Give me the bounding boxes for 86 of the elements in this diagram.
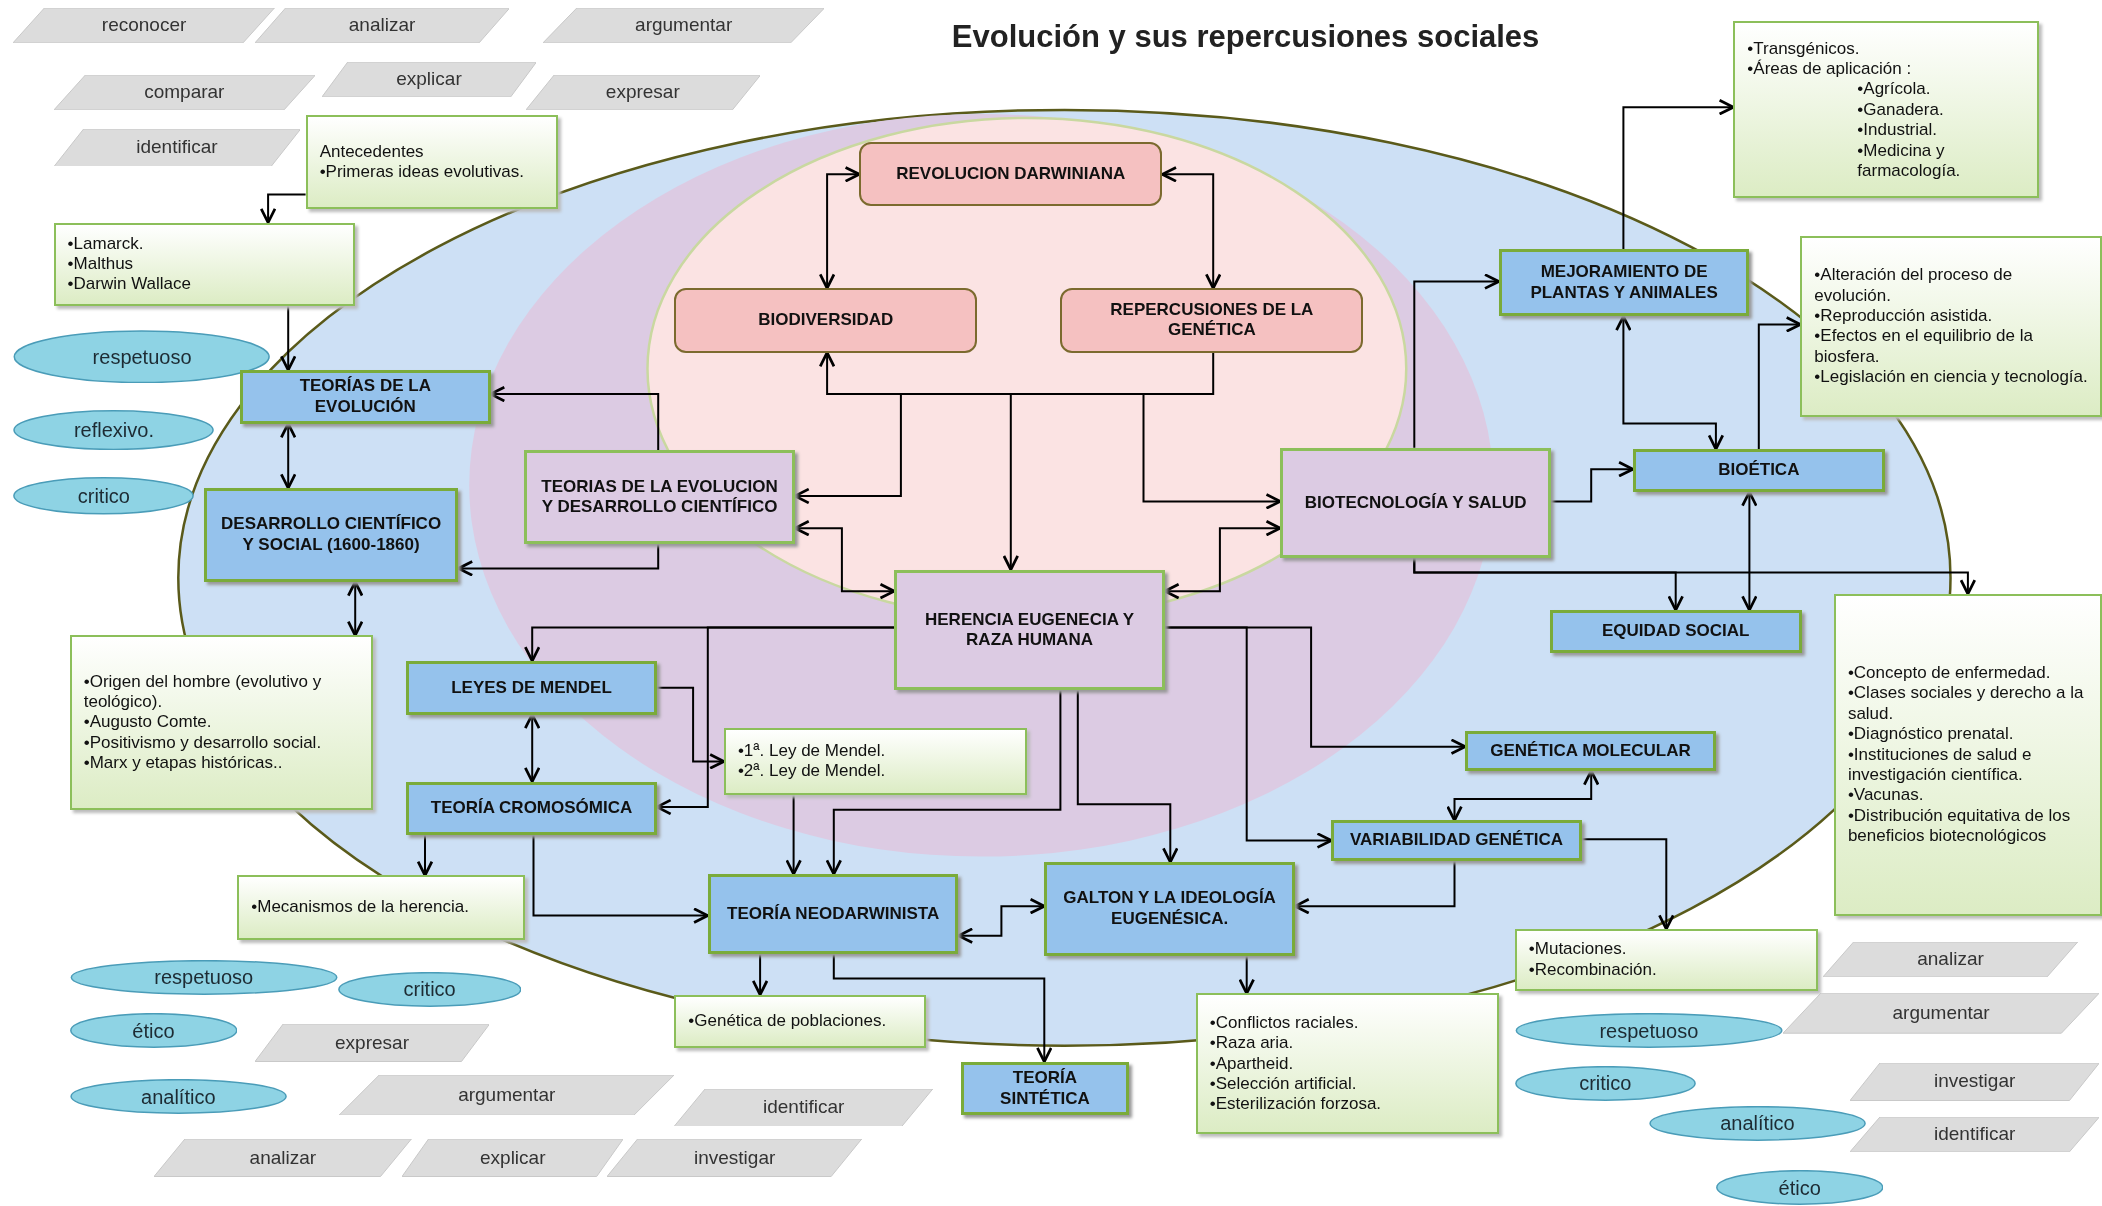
verb-parallelogram: explicar <box>321 61 537 97</box>
verb-parallelogram: identificar <box>53 128 301 167</box>
attitude-ellipse: reflexivo. <box>13 410 215 451</box>
concept-box: LEYES DE MENDEL <box>406 660 657 715</box>
concept-box: BIOTECNOLOGÍA Y SALUD <box>1280 447 1551 558</box>
arrow <box>793 519 896 600</box>
concept-box: REVOLUCION DARWINIANA <box>859 142 1163 207</box>
note-box: •Origen del hombre (evolutivo y teológico). •Augusto Comte. •Positivismo y desarrollo social. •Marx y etapas históricas.. <box>69 635 373 810</box>
concept-box: MEJORAMIENTO DE PLANTAS Y ANIMALES <box>1498 249 1750 317</box>
concept-box: BIODIVERSIDAD <box>674 288 978 353</box>
arrow <box>1622 98 1735 251</box>
attitude-ellipse: critico <box>13 477 195 515</box>
arrow <box>1550 460 1635 503</box>
arrow <box>1076 689 1179 864</box>
arrow <box>1142 393 1282 510</box>
concept-box: TEORIAS DE LA EVOLUCION Y DESARROLLO CIENTÍFICO <box>524 450 795 545</box>
verb-parallelogram: investigar <box>1849 1063 2100 1101</box>
verb-parallelogram: identificar <box>674 1088 933 1127</box>
concept-box: GALTON Y LA IDEOLOGÍA EUGENÉSICA. <box>1044 861 1295 956</box>
note-box: •Concepto de enfermedad. •Clases sociales y derecho a la salud. •Diagnóstico prenatal. •Instituciones de salud e investigación científica. •Vacunas. •Distribución equitativa de los beneficios biotecnológicos <box>1833 593 2102 916</box>
arrow <box>1413 273 1501 449</box>
note-box: •Mecanismos de la herencia. <box>237 875 526 940</box>
arrow <box>1238 954 1255 995</box>
arrow <box>416 834 434 877</box>
arrow <box>1580 838 1675 931</box>
arrow <box>457 543 660 577</box>
arrow <box>1741 490 1758 612</box>
arrow <box>655 686 726 770</box>
arrow <box>1446 769 1600 822</box>
concept-box: TEORÍA SINTÉTICA <box>961 1061 1129 1116</box>
note-box: •1ª. Ley de Mendel. •2ª. Ley de Mendel. <box>723 727 1027 795</box>
note-box: •Genética de poblaciones. <box>674 994 927 1049</box>
arrow <box>818 166 861 290</box>
note-box: •Lamarck. •Malthus •Darwin Wallace <box>53 222 356 306</box>
attitude-ellipse: respetuoso <box>13 329 271 384</box>
verb-parallelogram: identificar <box>1849 1116 2100 1152</box>
arrow <box>1163 519 1282 600</box>
verb-parallelogram: explicar <box>402 1139 624 1177</box>
concept-box: TEORÍAS DE LA EVOLUCIÓN <box>239 370 491 424</box>
arrow <box>1160 166 1222 290</box>
verb-parallelogram: argumentar <box>542 8 825 43</box>
arrow <box>655 626 896 816</box>
concept-box: HERENCIA EUGENECIA Y RAZA HUMANA <box>894 569 1165 691</box>
concept-box: GENÉTICA MOLECULAR <box>1465 730 1716 771</box>
arrow <box>489 385 660 452</box>
arrow <box>1002 393 1020 572</box>
arrow <box>1163 626 1333 849</box>
concept-box: VARIABILIDAD GENÉTICA <box>1331 820 1582 861</box>
arrow <box>1757 316 1802 451</box>
concept-box: TEORÍA CROMOSÓMICA <box>406 781 657 836</box>
concept-box: EQUIDAD SOCIAL <box>1549 609 1802 653</box>
arrow <box>279 422 297 490</box>
concept-box: TEORÍA NEODARWINISTA <box>707 874 959 955</box>
note-box: •Transgénicos. •Áreas de aplicación : •Agrícola. •Ganadera. •Industrial. •Medicina y farmacología. <box>1733 21 2039 199</box>
note-box: Antecedentes •Primeras ideas evolutivas. <box>305 115 558 210</box>
arrow <box>793 393 902 505</box>
note-box: •Conflictos raciales. •Raza aria. •Apartheid. •Selección artificial. •Esterilización forzosa. <box>1195 993 1499 1135</box>
verb-parallelogram: comparar <box>53 75 315 110</box>
verb-parallelogram: expresar <box>254 1024 490 1062</box>
verb-parallelogram: expresar <box>525 75 761 110</box>
verb-parallelogram: argumentar <box>1782 993 2100 1034</box>
concept-box: DESARROLLO CIENTÍFICO Y SOCIAL (1600-1860) <box>203 487 459 582</box>
verb-parallelogram: analizar <box>154 1139 412 1177</box>
concept-box: BIOÉTICA <box>1632 449 1885 492</box>
arrow <box>825 689 1062 876</box>
verb-parallelogram: analizar <box>1823 942 2078 978</box>
arrow <box>346 580 364 637</box>
arrow <box>1293 859 1456 915</box>
verb-parallelogram: argumentar <box>339 1075 675 1116</box>
arrow <box>532 834 710 924</box>
arrow <box>279 304 297 372</box>
note-box: •Mutaciones. •Recombinación. <box>1514 929 1818 991</box>
verb-parallelogram: reconocer <box>13 8 275 43</box>
concept-box: REPERCUSIONES DE LA GENÉTICA <box>1060 288 1364 353</box>
arrow <box>832 953 1053 1064</box>
arrow <box>259 193 307 224</box>
arrow <box>785 794 802 876</box>
arrow <box>751 953 769 997</box>
arrow <box>523 713 541 783</box>
arrow <box>1615 315 1725 451</box>
arrow <box>957 897 1046 944</box>
note-box: •Alteración del proceso de evolución. •Reproducción asistida. •Efectos en el equilibrio de la biosfera. •Legislación en ciencia y tecnología. <box>1800 235 2102 417</box>
arrow <box>1413 556 1977 596</box>
title: Evolución y sus repercusiones sociales <box>951 18 1540 55</box>
verb-parallelogram: investigar <box>607 1139 862 1177</box>
verb-parallelogram: analizar <box>254 8 510 43</box>
